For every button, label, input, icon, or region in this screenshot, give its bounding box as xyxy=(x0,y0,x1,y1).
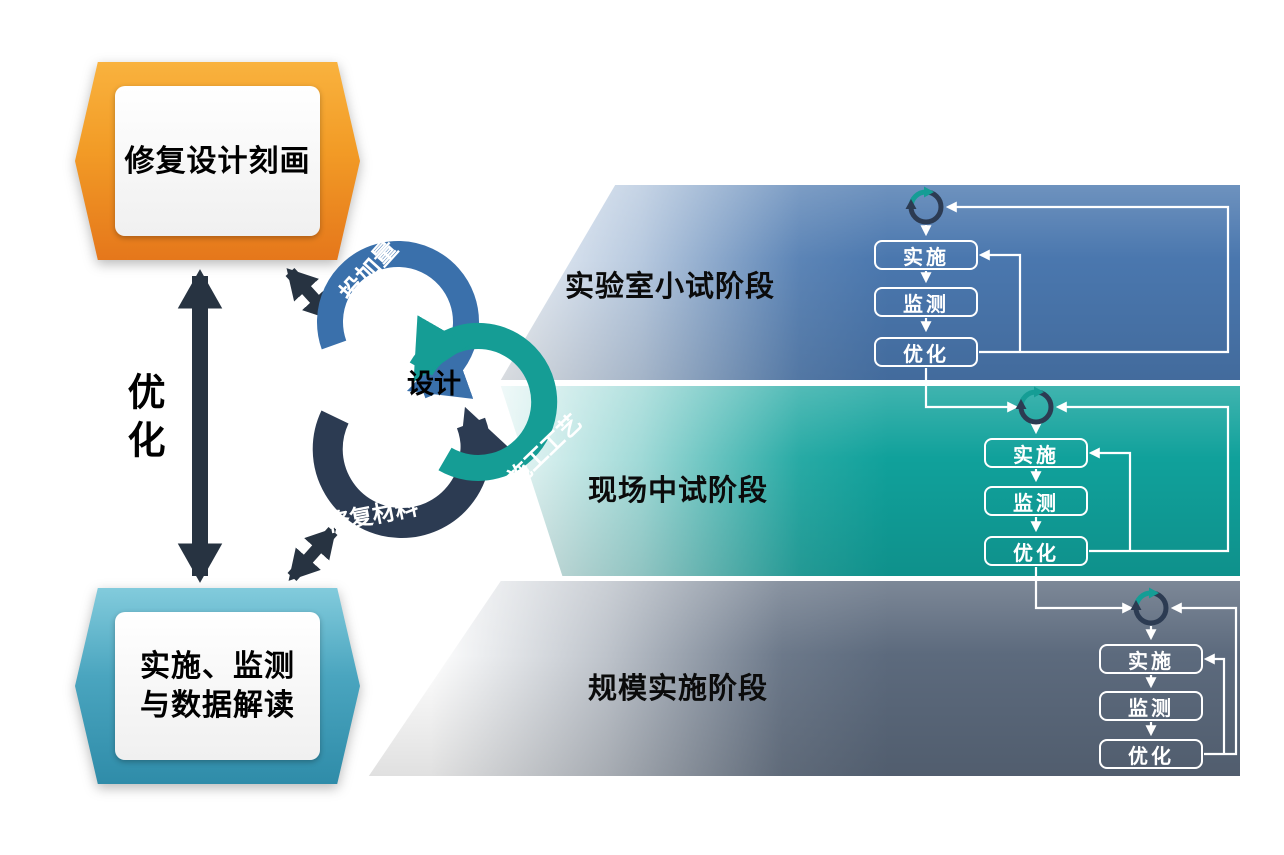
lab-monitor-box: 监测 xyxy=(874,287,978,317)
implementation-monitoring-plaque: 实施、监测 与数据解读 xyxy=(75,588,360,784)
design-center-label: 设计 xyxy=(407,369,461,400)
pilot-optimize-box: 优化 xyxy=(984,536,1088,566)
band-scale-phase xyxy=(368,581,1240,776)
band-lab-phase xyxy=(500,185,1240,380)
plaque-panel: 修复设计刻画 xyxy=(115,86,320,236)
lab-implement-box: 实施 xyxy=(874,240,978,270)
remediation-design-plaque: 修复设计刻画 xyxy=(75,62,360,260)
implementation-label-line2: 与数据解读 xyxy=(140,688,295,723)
pilot-implement-box: 实施 xyxy=(984,438,1088,468)
plaque-panel: 实施、监测 与数据解读 xyxy=(115,612,320,760)
band-label-pilot-phase: 现场中试阶段 xyxy=(588,473,769,507)
scale-monitor-box: 监测 xyxy=(1099,691,1203,721)
implementation-label-line1: 实施、监测 xyxy=(140,649,295,684)
remediation-design-label: 修复设计刻画 xyxy=(124,143,311,179)
band-label-scale-phase: 规模实施阶段 xyxy=(588,671,769,705)
material-arc-label: 修复材料 xyxy=(324,494,421,538)
optimize-label: 优化 xyxy=(121,372,165,468)
scale-implement-box: 实施 xyxy=(1099,644,1203,674)
lab-optimize-box: 优化 xyxy=(874,337,978,367)
scale-optimize-box: 优化 xyxy=(1099,739,1203,769)
pilot-monitor-box: 监测 xyxy=(984,486,1088,516)
band-label-lab-phase: 实验室小试阶段 xyxy=(565,269,776,303)
